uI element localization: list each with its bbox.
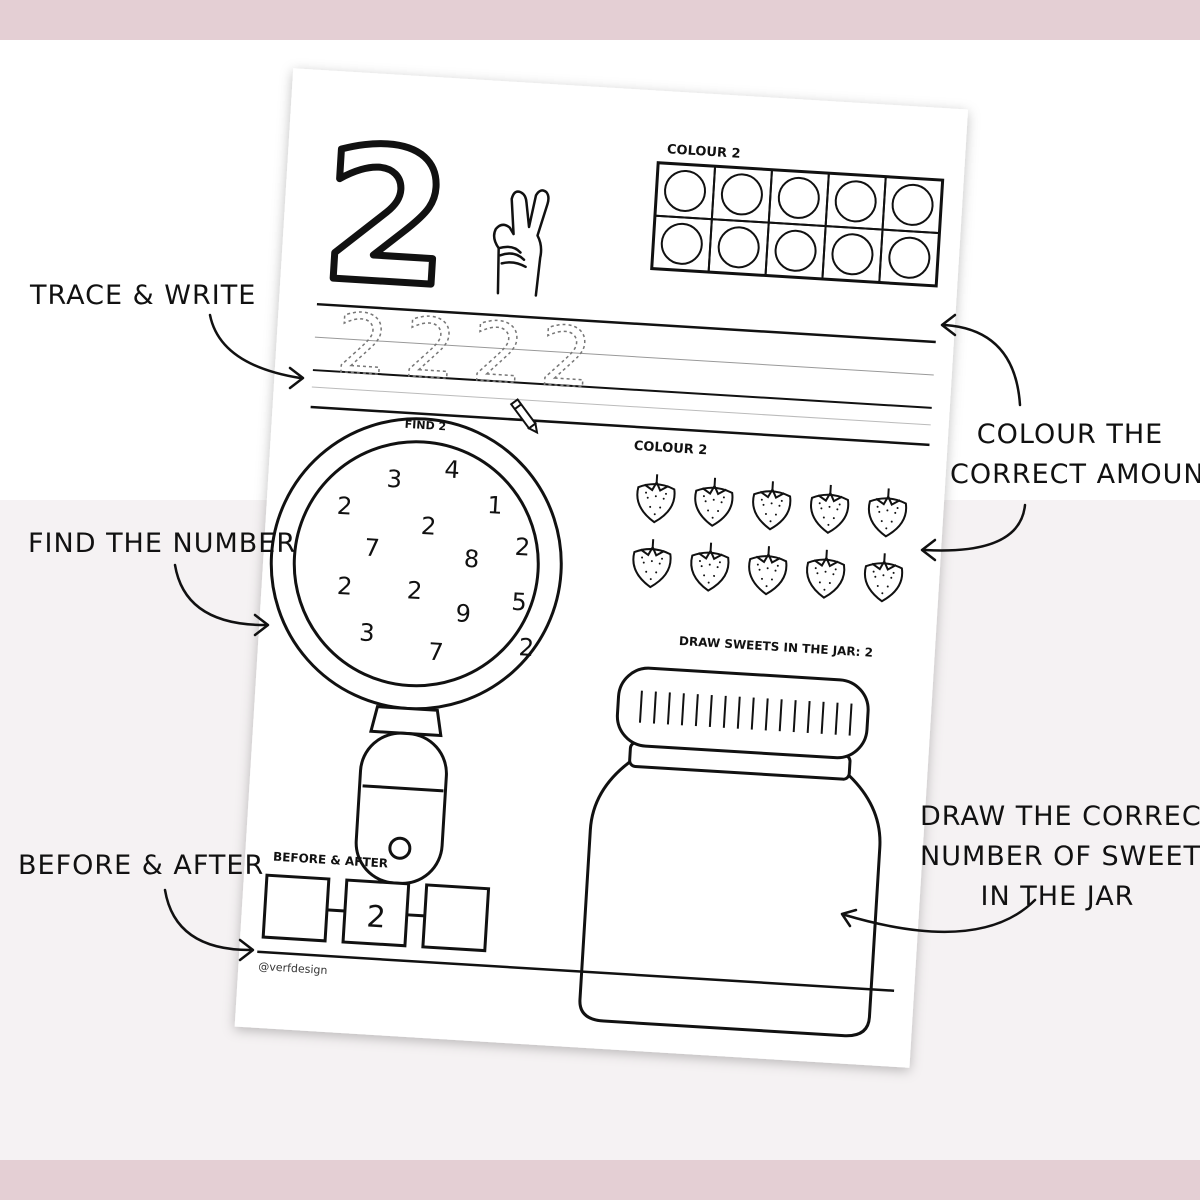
- arrow-colour-berries: [920, 503, 1027, 562]
- jar-lid-ridges: [638, 690, 853, 736]
- strawberry-icon[interactable]: [694, 477, 734, 527]
- arrow-colour-frame: [940, 313, 1022, 407]
- bottom-band: [0, 1160, 1200, 1200]
- find-number[interactable]: 2: [420, 512, 437, 541]
- strawberry-icon[interactable]: [751, 480, 792, 531]
- strawberry-label: COLOUR 2: [633, 439, 707, 458]
- callout-draw-sweets-line3: IN THE JAR: [980, 881, 1135, 912]
- find-number[interactable]: 2: [518, 633, 535, 662]
- callout-colour-amount: COLOUR THE CORRECT AMOUNT: [950, 415, 1200, 495]
- find-number[interactable]: 2: [336, 572, 353, 601]
- trace-lines: [310, 302, 936, 447]
- callout-draw-sweets: DRAW THE CORRECT NUMBER OF SWEETS IN THE…: [920, 797, 1200, 917]
- ten-frame-circle[interactable]: [717, 226, 760, 269]
- find-number[interactable]: 8: [463, 545, 480, 574]
- find-number[interactable]: 1: [486, 491, 503, 520]
- trace-digit[interactable]: 2: [401, 300, 460, 400]
- find-number[interactable]: 3: [358, 618, 375, 647]
- ten-frame-cell[interactable]: [878, 228, 941, 288]
- strawberry-icon[interactable]: [747, 545, 788, 596]
- ten-frame-circle[interactable]: [660, 222, 703, 265]
- callout-colour-amount-line1: COLOUR THE: [976, 419, 1164, 450]
- callout-trace-write: TRACE & WRITE: [30, 280, 257, 311]
- trace-digit[interactable]: 2: [469, 304, 528, 404]
- strawberry-icon[interactable]: [867, 487, 908, 538]
- ten-frame: [650, 161, 945, 288]
- ten-frame-circle[interactable]: [834, 180, 877, 223]
- big-number: 2: [316, 106, 458, 329]
- top-band: [0, 0, 1200, 40]
- callout-colour-amount-line2: CORRECT AMOUNT: [950, 459, 1200, 490]
- strawberry-grid: [632, 473, 908, 603]
- before-after-boxes: [261, 873, 491, 953]
- footer-rule: [257, 950, 895, 992]
- ten-frame-circle[interactable]: [664, 169, 707, 212]
- find-label: FIND 2: [404, 418, 446, 434]
- credit: @verfdesign: [258, 960, 328, 977]
- find-number[interactable]: 7: [364, 534, 381, 563]
- find-number[interactable]: 2: [514, 533, 531, 562]
- ten-frame-circle[interactable]: [831, 233, 874, 276]
- ten-frame-circle[interactable]: [891, 183, 934, 226]
- strawberry-icon[interactable]: [636, 473, 676, 524]
- find-number[interactable]: 7: [427, 638, 444, 667]
- colour-frame-label: COLOUR 2: [667, 142, 741, 161]
- after-box[interactable]: [421, 883, 491, 953]
- strawberry-icon[interactable]: [863, 552, 904, 603]
- ten-frame-circle[interactable]: [888, 236, 931, 279]
- callout-draw-sweets-line2: NUMBER OF SWEETS: [920, 841, 1200, 872]
- strawberry-icon[interactable]: [805, 549, 846, 599]
- arrow-find: [173, 563, 270, 637]
- callout-before-after: BEFORE & AFTER: [18, 850, 265, 881]
- before-box[interactable]: [261, 873, 331, 943]
- jar-icon: [578, 666, 882, 1038]
- strawberry-icon[interactable]: [632, 538, 672, 589]
- find-number[interactable]: 3: [386, 465, 403, 494]
- find-number[interactable]: 2: [336, 492, 353, 521]
- find-number[interactable]: 5: [511, 588, 528, 617]
- callout-find-number: FIND THE NUMBER: [28, 528, 297, 559]
- find-number[interactable]: 9: [455, 599, 472, 628]
- strawberry-icon[interactable]: [690, 542, 730, 592]
- trace-digit[interactable]: 2: [333, 296, 392, 396]
- magnifying-glass-icon: [269, 417, 563, 885]
- callout-draw-sweets-line1: DRAW THE CORRECT: [920, 801, 1200, 832]
- pencil-icon: [509, 398, 539, 435]
- ten-frame-circle[interactable]: [774, 229, 817, 272]
- two-fingers-hand-icon: [492, 189, 550, 297]
- ten-frame-circle[interactable]: [720, 173, 763, 216]
- callout-arrows: [163, 313, 1037, 962]
- arrow-before: [163, 888, 255, 962]
- middle-number: 2: [366, 899, 387, 935]
- find-number[interactable]: 2: [406, 576, 423, 605]
- find-number[interactable]: 4: [444, 455, 461, 484]
- arrow-trace: [208, 313, 305, 390]
- trace-digit[interactable]: 2: [536, 308, 595, 408]
- strawberry-icon[interactable]: [809, 484, 850, 534]
- arrow-jar: [840, 898, 1037, 934]
- ten-frame-circle[interactable]: [777, 176, 820, 219]
